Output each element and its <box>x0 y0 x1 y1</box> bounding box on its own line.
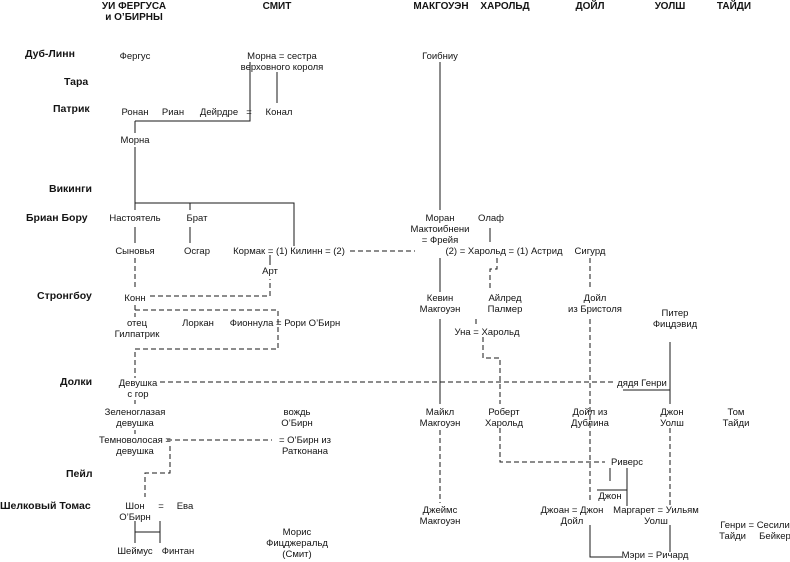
person-ronan: Ронан <box>121 107 149 118</box>
person-john-walsh: Джон Уолш <box>660 407 684 429</box>
person-mary-richard: Мэри = Ричард <box>621 550 689 561</box>
person-tom-tidy: Том Тайди <box>722 407 750 429</box>
era-label-strongbow: Стронгбоу <box>37 290 92 302</box>
era-label-brian-boru: Бриан Бору <box>26 212 88 224</box>
person-fionnula-rory: Фионнула = Рори О’Бирн <box>229 318 341 329</box>
person-art: Арт <box>262 266 278 277</box>
person-kormak-kilinn: Кормак = (1) Килинн = (2) <box>233 246 345 257</box>
person-fergus: Фергус <box>119 51 151 62</box>
person-abbot: Настоятель <box>109 213 161 224</box>
person-rivers: Риверс <box>611 457 643 468</box>
person-sons: Сыновья <box>115 246 155 257</box>
person-ailred-palmer: Айлред Палмер <box>487 293 523 315</box>
person-moran: Моран Мактоибнени = Фрейя <box>410 213 470 246</box>
person-rian: Риан <box>161 107 185 118</box>
person-father-gilpatrick: отец Гилпатрик <box>114 318 160 340</box>
person-eva: Ева <box>176 501 194 512</box>
person-henry-cecily: Генри = Сесили Тайди Бейкер <box>719 520 790 542</box>
person-kevin-makgouen: Кевин Макгоуэн <box>419 293 461 315</box>
person-konal: Конал <box>265 107 293 118</box>
family-header-smith: СМИТ <box>262 1 292 12</box>
person-seamus: Шеймус <box>117 546 153 557</box>
person-brother: Брат <box>186 213 208 224</box>
person-james-makgouen: Джеймс Макгоуэн <box>419 505 461 527</box>
person-konn: Конн <box>124 293 146 304</box>
person-goibniu: Гоибниу <box>422 51 458 62</box>
family-header-harold: ХАРОЛЬД <box>480 1 530 12</box>
marriage-sign: = <box>246 107 252 118</box>
person-lorkan: Лоркан <box>182 318 214 329</box>
person-morna-sister: Морна = сестра верховного короля <box>240 51 324 73</box>
person-una-harold: Уна = Харольд <box>454 327 520 338</box>
person-green-eyed-girl: Зеленоглазая девушка <box>104 407 166 429</box>
person-doyle-bristol: Дойл из Бристоля <box>568 293 622 315</box>
family-header-ui-fergusa: УИ ФЕРГУСА и О’БИРНЫ <box>101 1 167 23</box>
person-fintan: Финтан <box>161 546 195 557</box>
person-dark-haired-girl: Темноволосая = девушка <box>99 435 171 457</box>
person-robert-harold: Роберт Харольд <box>484 407 524 429</box>
person-maurice-fitzgerald: Морис Фицджеральд (Смит) <box>266 527 328 560</box>
person-chief-obyrne: вождь О’Бирн <box>281 407 313 429</box>
person-deirdre: Дейрдре <box>199 107 239 118</box>
era-label-silken-thomas: Шелковый Томас <box>0 500 91 512</box>
person-obyrne-rathconan: = О’Бирн из Ратконана <box>278 435 332 457</box>
era-label-patrick: Патрик <box>53 103 90 115</box>
person-margaret-william-walsh: Маргарет = Уильям Уолш <box>613 505 699 527</box>
era-label-dalkey: Долки <box>60 376 93 388</box>
person-osgar: Осгар <box>184 246 210 257</box>
person-uncle-henry: дядя Генри <box>617 378 667 389</box>
family-header-tidy: ТАЙДИ <box>716 1 752 12</box>
person-mountain-girl: Девушка с гор <box>118 378 158 400</box>
era-label-tara: Тара <box>64 76 89 88</box>
person-sigurd: Сигурд <box>574 246 606 257</box>
person-olaf: Олаф <box>478 213 504 224</box>
era-label-vikings: Викинги <box>49 183 92 195</box>
family-header-doyle: ДОЙЛ <box>575 1 605 12</box>
family-header-walsh: УОЛШ <box>654 1 686 12</box>
person-peter-fitzdavid: Питер Фицдэвид <box>652 308 698 330</box>
person-doyle-dublin: Дойл из Дублина <box>571 407 609 429</box>
person-john: Джон <box>598 491 622 502</box>
person-harold-astrid: (2) = Харольд = (1) Астрид <box>445 246 563 257</box>
family-header-makgouen: МАКГОУЭН <box>413 1 469 12</box>
era-label-dub-linn: Дуб-Линн <box>25 48 75 60</box>
person-morna: Морна <box>120 135 150 146</box>
era-label-pale: Пейл <box>66 468 93 480</box>
person-shon-obyrne: Шон О’Бирн <box>119 501 151 523</box>
person-michael-makgouen: Майкл Макгоуэн <box>419 407 461 429</box>
marriage-sign-shon-eva: = <box>158 501 164 512</box>
person-joan-john-doyle: Джоан = Джон Дойл <box>540 505 604 527</box>
